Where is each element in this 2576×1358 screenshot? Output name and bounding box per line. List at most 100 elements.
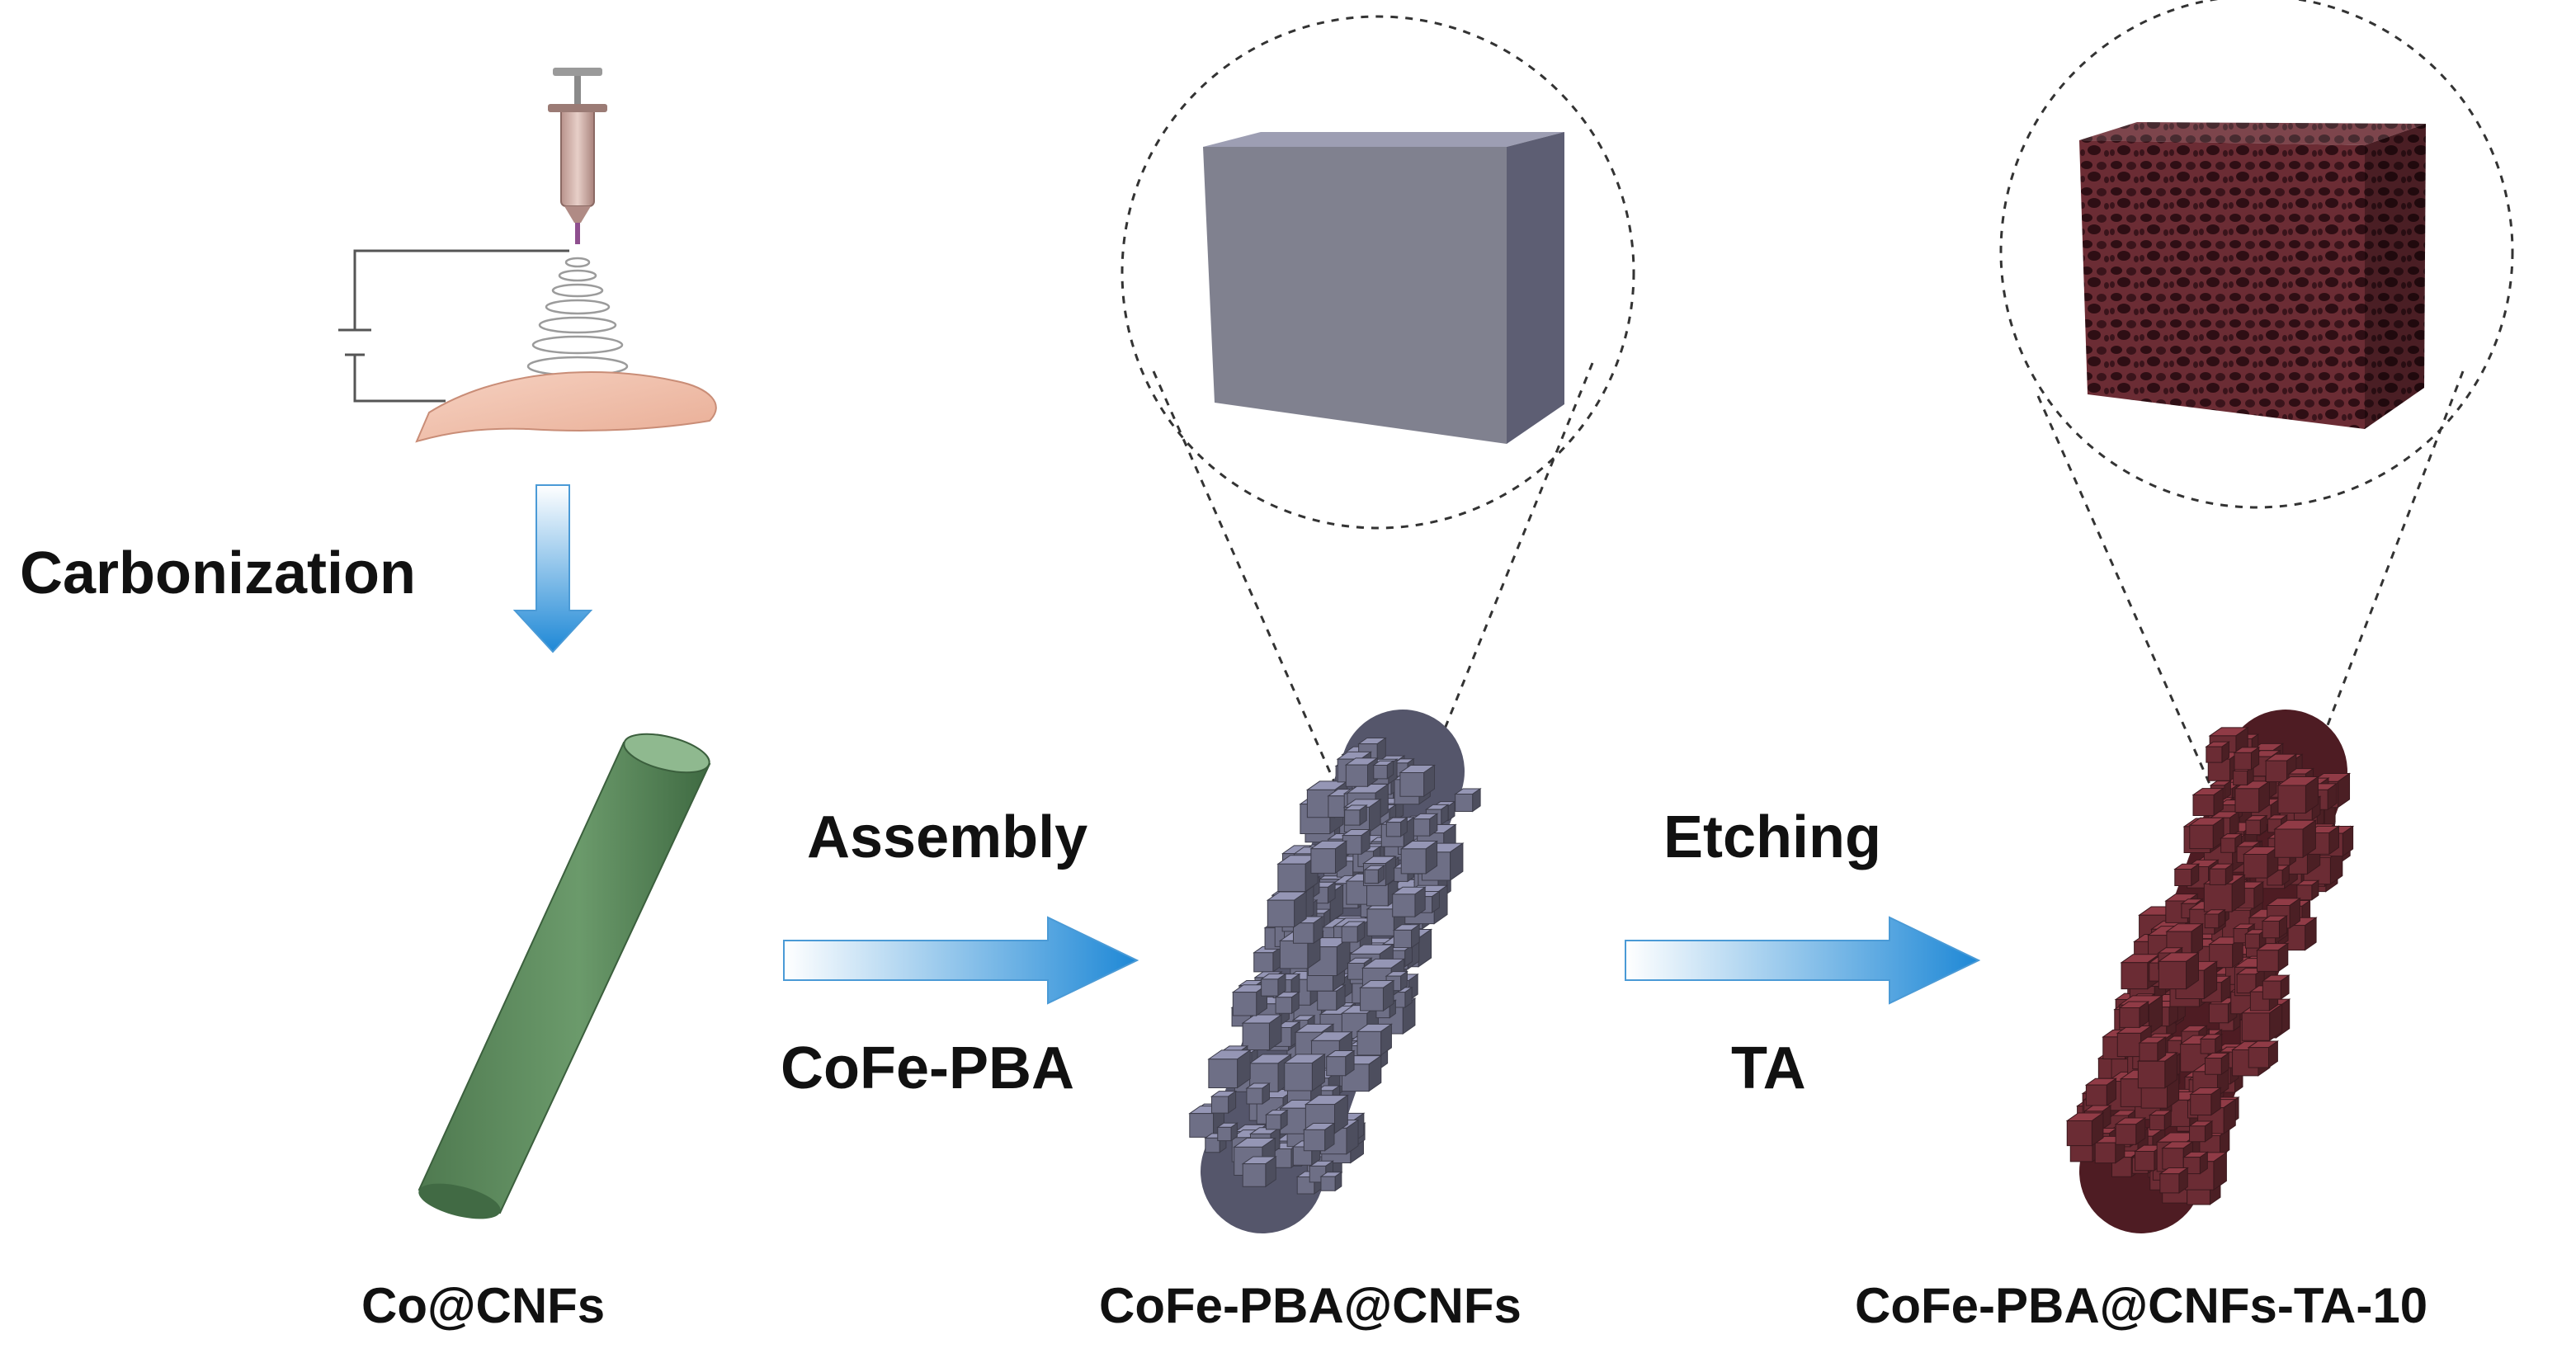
nanocube <box>1360 987 1384 1011</box>
nanocube <box>2135 1150 2155 1172</box>
nanocube <box>1356 1030 1382 1056</box>
nanocube <box>1310 848 1336 874</box>
syringe-tip <box>564 206 591 223</box>
nanocube <box>2189 1125 2206 1143</box>
nanocube <box>2200 1038 2216 1054</box>
reagent-label-cofe-pba: CoFe-PBA <box>781 1035 1074 1101</box>
nanocube <box>1320 1176 1336 1191</box>
zoom-lines <box>2036 370 2465 826</box>
nanocube <box>1317 990 1338 1011</box>
nanocube <box>2206 746 2223 763</box>
nanocube <box>2243 853 2268 879</box>
fiber-jet <box>526 257 629 377</box>
electrospinning-setup-icon <box>338 68 717 443</box>
syringe-plunger <box>574 73 581 116</box>
porous-cube-icon <box>2079 122 2426 429</box>
nanocube <box>2119 1007 2140 1028</box>
step-label-assembly: Assembly <box>807 804 1088 870</box>
nanocube <box>1366 884 1389 907</box>
co-cnfs-fiber <box>418 733 711 1219</box>
nanocube <box>2159 1173 2180 1194</box>
syringe-thumb <box>553 68 602 76</box>
nanocube <box>1366 908 1394 936</box>
nanocube <box>2167 1040 2182 1055</box>
nanocube <box>2189 824 2214 850</box>
nanocube <box>1341 926 1358 943</box>
nanocube <box>2248 1047 2269 1068</box>
nanocube <box>1242 1163 1267 1187</box>
nanocube <box>1253 952 1274 973</box>
nanocube <box>2190 1093 2212 1116</box>
nanocube <box>1189 1113 1215 1138</box>
nanocube <box>2137 1060 2166 1089</box>
nanocube <box>2262 920 2280 939</box>
nanocube <box>2256 950 2279 972</box>
nanocube <box>1261 978 1279 997</box>
nanocube <box>1347 962 1365 980</box>
nanocube <box>2204 913 2220 929</box>
nanocube <box>2205 1058 2222 1075</box>
nanocube <box>2296 884 2313 901</box>
nanocube <box>2085 1084 2107 1106</box>
nanocube <box>2116 1032 2141 1058</box>
nanocube <box>2139 1042 2158 1062</box>
nanocube <box>1412 818 1431 837</box>
nanocube <box>1246 1087 1263 1105</box>
nanocube <box>2208 1003 2229 1024</box>
nanocube <box>2220 837 2236 853</box>
nanocube <box>2149 1115 2165 1131</box>
nanocube <box>2233 771 2248 785</box>
nanocube <box>1345 764 1368 787</box>
nanocube <box>1400 848 1427 875</box>
nanocube <box>2245 819 2261 835</box>
nanocube <box>1385 822 1402 837</box>
nanocube <box>1284 1062 1313 1092</box>
syringe-barrel <box>560 106 595 207</box>
nanocube <box>1292 922 1314 944</box>
nanocube <box>1208 1059 1238 1088</box>
nanocube <box>1393 929 1413 949</box>
nanocube <box>1242 1022 1270 1050</box>
pba-decorated-fiber <box>1188 710 1482 1233</box>
syringe-needle <box>575 223 580 244</box>
nanocube <box>1265 1114 1281 1130</box>
step-label-etching: Etching <box>1663 804 1881 870</box>
collector-substrate <box>415 370 717 443</box>
nanocube <box>1277 863 1306 892</box>
nanocube <box>2162 1148 2184 1170</box>
product-label-co-cnfs: Co@CNFs <box>361 1278 606 1333</box>
flow-arrow-right-icon <box>783 916 1139 1005</box>
nanocube <box>1267 899 1295 927</box>
flow-arrow-right-icon <box>1625 916 1981 1005</box>
nanocube <box>2158 960 2187 990</box>
step-label-carbonization: Carbonization <box>20 540 416 606</box>
nanocube <box>1303 1129 1326 1152</box>
syringe-flange <box>548 104 607 112</box>
nanocube <box>1210 1096 1229 1114</box>
nanocube <box>1205 1137 1220 1153</box>
nanocube <box>2265 760 2288 782</box>
nanocube <box>1373 764 1388 780</box>
product-label-cofe-pba-cnfs-ta-10: CoFe-PBA@CNFs-TA-10 <box>1855 1278 2428 1333</box>
nanocube <box>2115 1124 2137 1145</box>
nanocube <box>1344 809 1361 826</box>
nanocube <box>2094 1142 2116 1164</box>
nanocube <box>1232 992 1257 1016</box>
flow-arrow-down-icon <box>512 484 593 653</box>
nanocube <box>1275 997 1293 1014</box>
etched-pba-decorated-fiber <box>2065 710 2355 1233</box>
nanocube <box>2234 752 2252 771</box>
nanocube <box>1326 1056 1347 1077</box>
nanocube <box>2203 883 2233 912</box>
nanocube <box>1399 771 1425 797</box>
nanocube <box>1455 794 1474 813</box>
nanocube <box>1217 1126 1232 1142</box>
nanocube <box>2277 785 2306 813</box>
nanocube <box>2066 1120 2092 1147</box>
magnifier-circle-icon <box>1999 0 2514 509</box>
nanocube <box>1364 869 1379 884</box>
magnifier-circle-icon <box>1121 15 1635 530</box>
solid-cube-icon <box>1203 132 1564 444</box>
nanocube <box>2241 1012 2271 1041</box>
